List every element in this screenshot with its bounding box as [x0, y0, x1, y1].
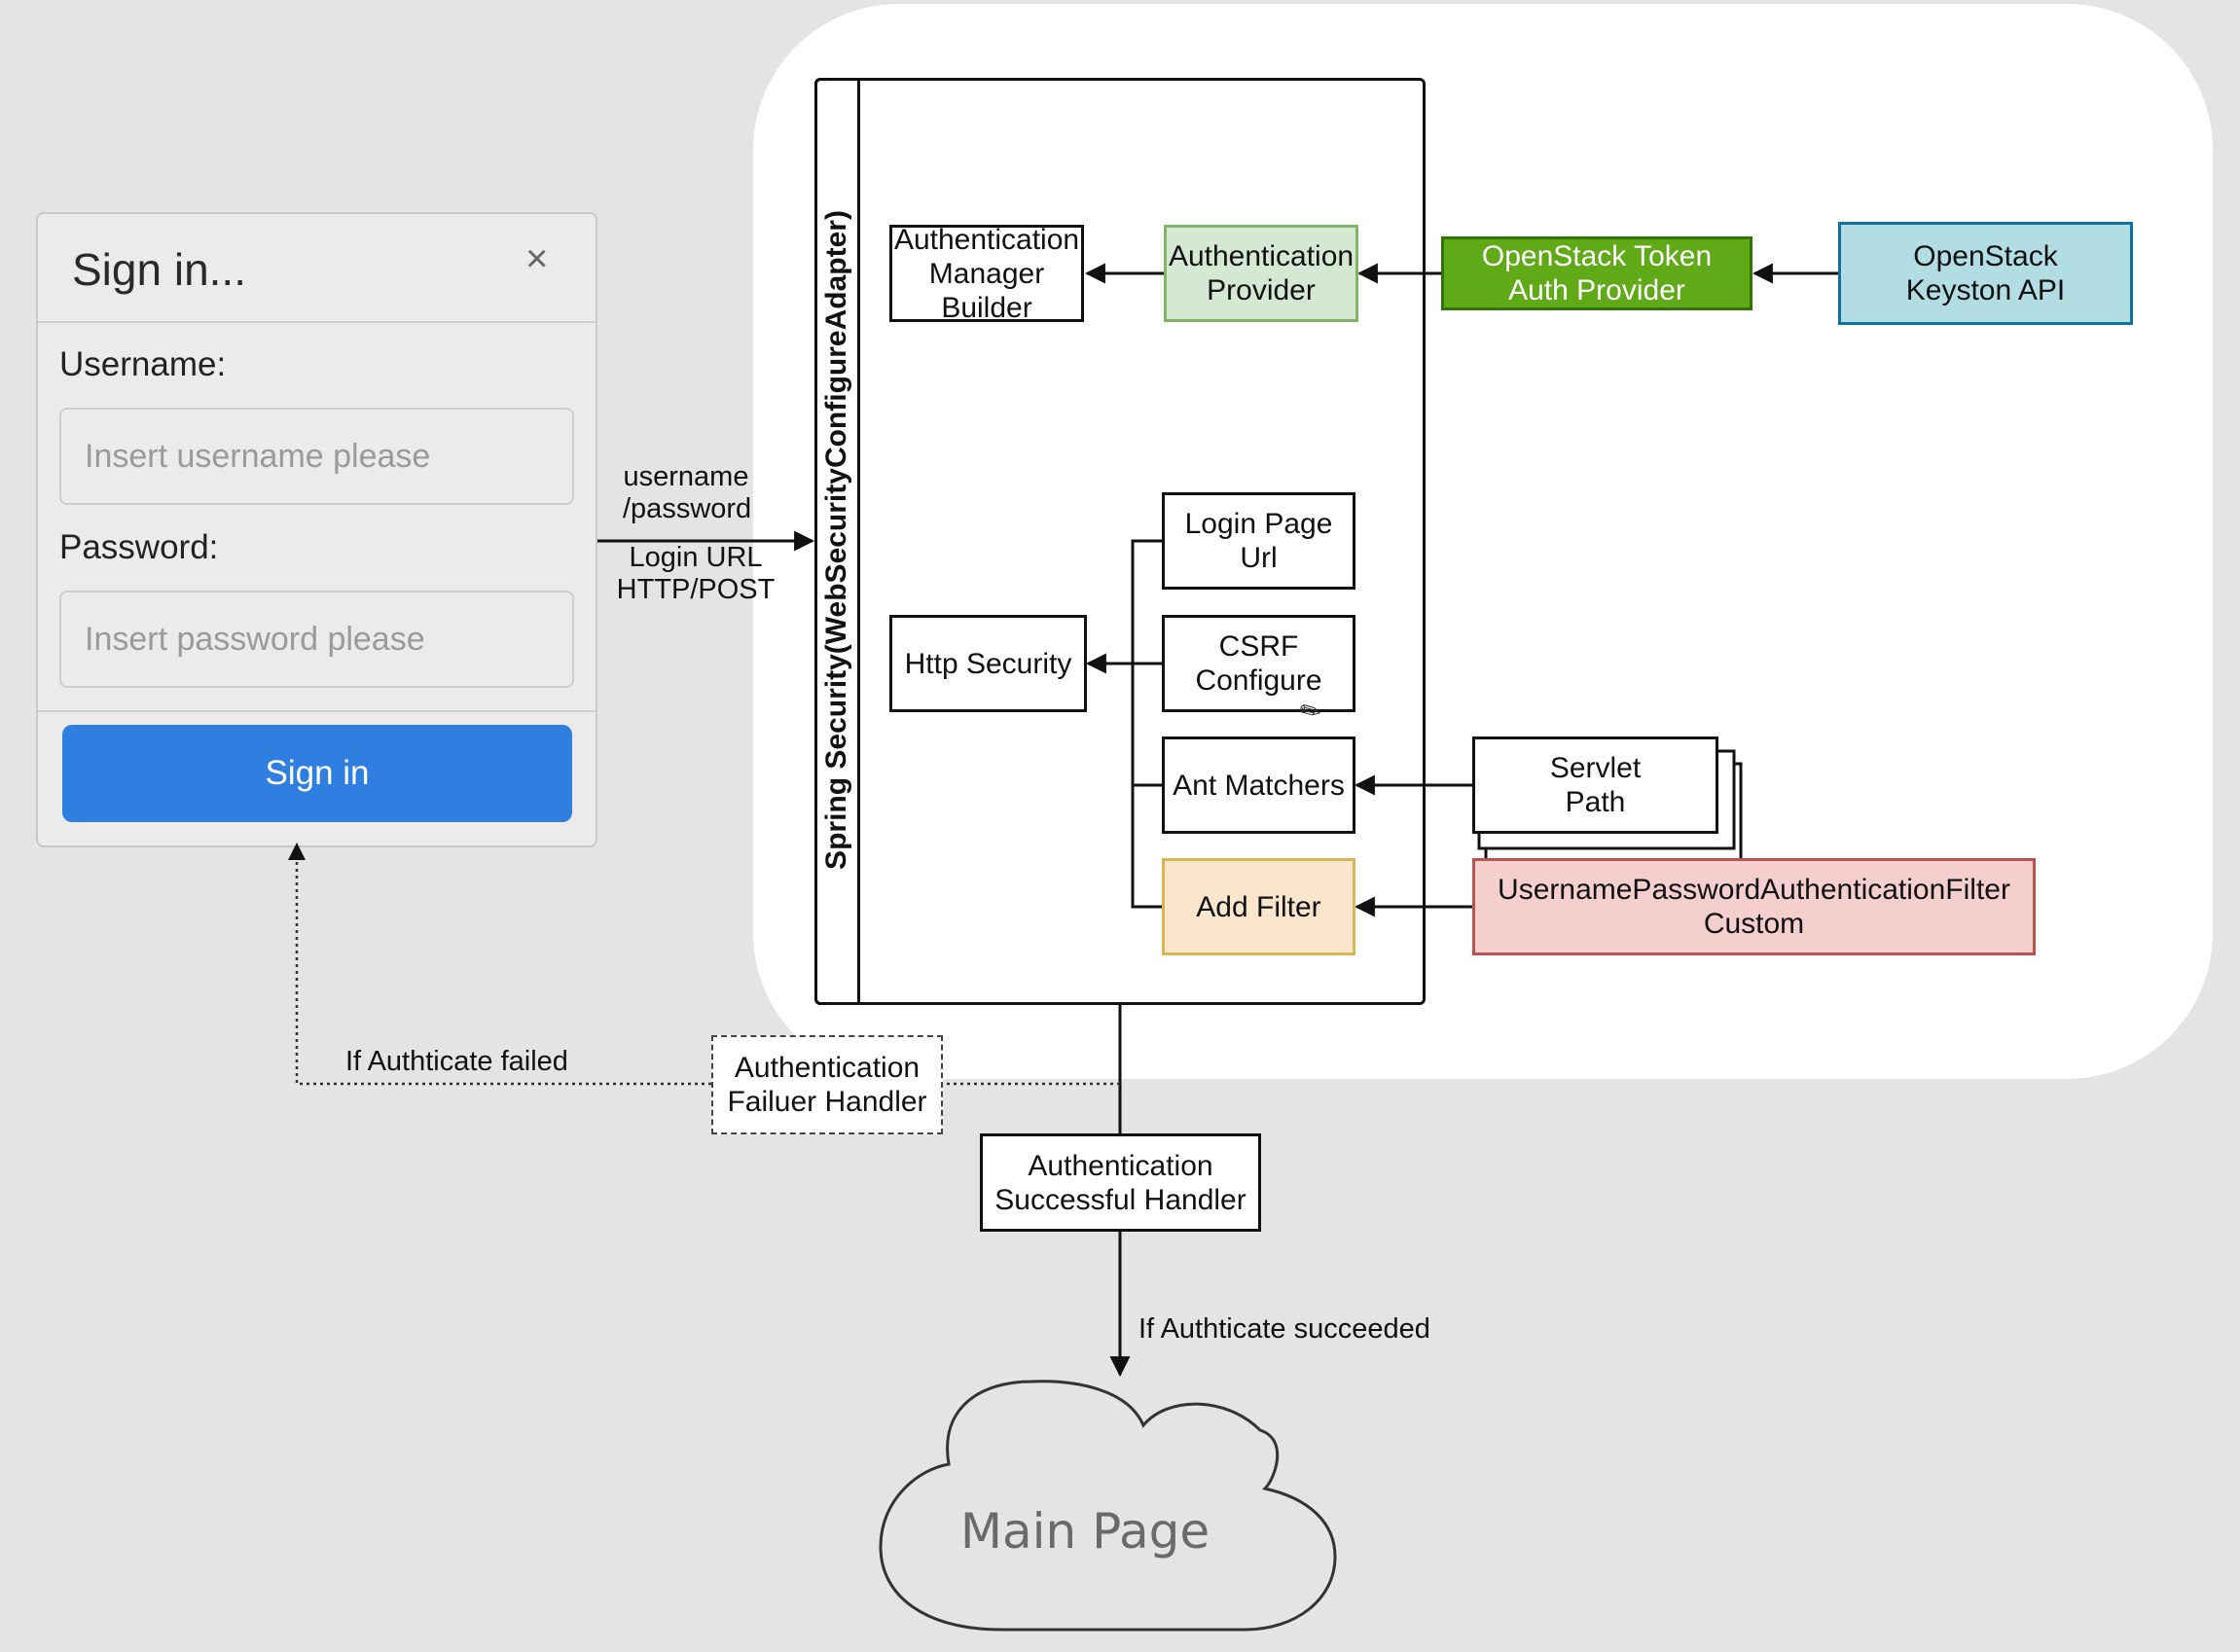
security-adapter-title-strip: [814, 78, 860, 1005]
csrf-configure-box: CSRF Configure: [1162, 615, 1355, 712]
main-page-cloud: [879, 1380, 1337, 1632]
http-security-box: Http Security: [889, 615, 1087, 712]
failed-label: If Authticate failed: [345, 1046, 568, 1077]
custom-filter-box: UsernamePasswordAuthenticationFilter Cus…: [1472, 858, 2036, 955]
failure-handler-box: Authentication Failuer Handler: [711, 1035, 943, 1134]
openstack-token-provider-box: OpenStack Token Auth Provider: [1441, 236, 1752, 310]
http-config-bracket: [1131, 539, 1162, 909]
ant-matchers-box: Ant Matchers: [1162, 736, 1355, 834]
success-handler-box: Authentication Successful Handler: [980, 1133, 1261, 1232]
openstack-keystone-api-box: OpenStack Keyston API: [1838, 222, 2133, 325]
succeeded-label: If Authticate succeeded: [1138, 1313, 1430, 1345]
password-input[interactable]: [59, 591, 574, 688]
add-filter-box: Add Filter: [1162, 858, 1355, 955]
auth-provider-box: Authentication Provider: [1164, 225, 1358, 322]
dialog-title: Sign in...: [72, 244, 246, 295]
servlet-path-box: Servlet Path: [1472, 736, 1718, 834]
close-icon[interactable]: ×: [525, 237, 549, 280]
auth-manager-builder-box: Authentication Manager Builder: [889, 224, 1084, 324]
username-input[interactable]: [59, 408, 574, 505]
dialog-footer-divider: [38, 710, 596, 712]
request-endpoint-label: Login URL HTTP/POST: [616, 542, 776, 605]
main-page-label: Main Page: [959, 1503, 1210, 1560]
failure-arrowhead: [288, 843, 306, 860]
login-page-url-box: Login Page Url: [1162, 492, 1355, 590]
failure-to-dialog-dotted: [295, 858, 711, 1086]
password-label: Password:: [59, 528, 219, 566]
dialog-header-divider: [38, 321, 596, 323]
request-credentials-label: username /password: [623, 461, 752, 524]
signin-button[interactable]: Sign in: [62, 725, 572, 822]
username-label: Username:: [59, 345, 227, 383]
